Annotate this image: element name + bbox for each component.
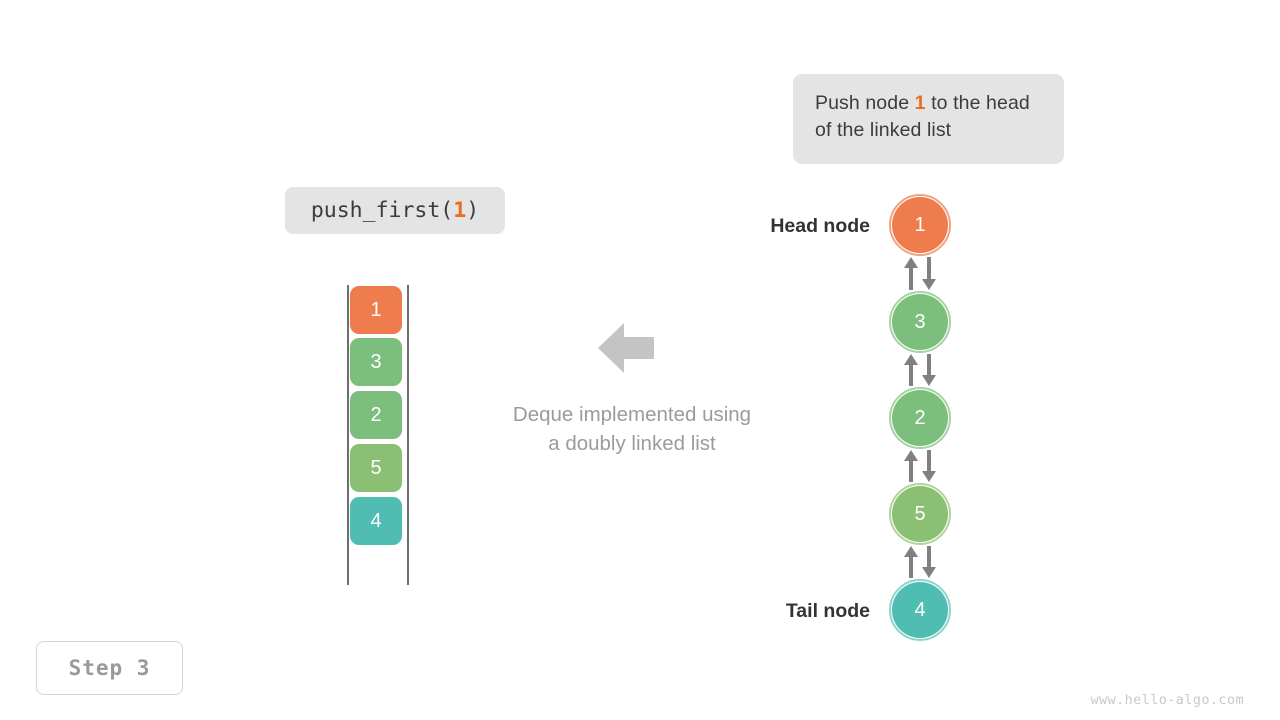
deque-cell-value: 5 — [370, 456, 382, 479]
list-edge-bidirectional — [900, 257, 940, 290]
list-node-value: 5 — [914, 502, 926, 525]
callout-text: Push node 1 to the head of the linked li… — [815, 90, 1042, 144]
method-argument: 1 — [453, 198, 467, 223]
method-name: push_first( — [310, 198, 454, 223]
callout-box: Push node 1 to the head of the linked li… — [793, 74, 1064, 164]
list-node-value: 2 — [914, 406, 926, 429]
caption-line-1: Deque implemented using — [512, 403, 752, 426]
deque-cell: 3 — [350, 338, 402, 386]
callout-text-before: Push node — [815, 92, 915, 114]
list-edge-bidirectional — [900, 450, 940, 482]
node-ring — [889, 387, 951, 449]
method-label-chip: push_first(1) — [285, 187, 505, 234]
callout-text-after: to the head of the linked list — [815, 92, 1030, 141]
list-node: 1 — [892, 197, 948, 253]
head-node-label: Head node — [770, 215, 870, 237]
deque-cell-value: 1 — [370, 298, 382, 321]
list-node: 2 — [892, 390, 948, 446]
deque-cell-value: 4 — [370, 509, 382, 532]
deque-cell: 5 — [350, 444, 402, 492]
deque-rail-left — [347, 285, 349, 585]
node-ring — [889, 194, 951, 256]
node-ring — [889, 483, 951, 545]
list-node: 3 — [892, 294, 948, 350]
watermark: www.hello-algo.com — [1090, 692, 1244, 708]
step-badge: Step 3 — [36, 641, 183, 695]
deque-cell-value: 2 — [370, 403, 382, 426]
deque-rail-right — [407, 285, 409, 585]
list-edge-bidirectional — [900, 546, 940, 578]
callout-highlight-value: 1 — [914, 92, 926, 114]
deque-cell: 1 — [350, 286, 402, 334]
deque-cell-value: 3 — [370, 350, 382, 373]
list-node: 4 — [892, 582, 948, 638]
list-node-value: 3 — [914, 310, 926, 333]
deque-cell: 2 — [350, 391, 402, 439]
tail-node-label: Tail node — [785, 600, 870, 622]
deque-cell: 4 — [350, 497, 402, 545]
list-node-value: 4 — [914, 598, 926, 621]
list-node: 5 — [892, 486, 948, 542]
left-arrow-icon — [596, 321, 656, 375]
list-node-value: 1 — [914, 213, 926, 236]
deque-caption: Deque implemented using a doubly linked … — [452, 400, 812, 458]
method-paren-close: ) — [466, 198, 480, 223]
list-edge-bidirectional — [900, 354, 940, 386]
linked-list-visual: 1 3 2 5 4 Head node Tail node — [740, 190, 1000, 650]
caption-line-2: a doubly linked list — [548, 432, 716, 455]
node-ring — [889, 579, 951, 641]
node-ring — [889, 291, 951, 353]
deque-visual: 1 3 2 5 4 — [340, 280, 420, 592]
